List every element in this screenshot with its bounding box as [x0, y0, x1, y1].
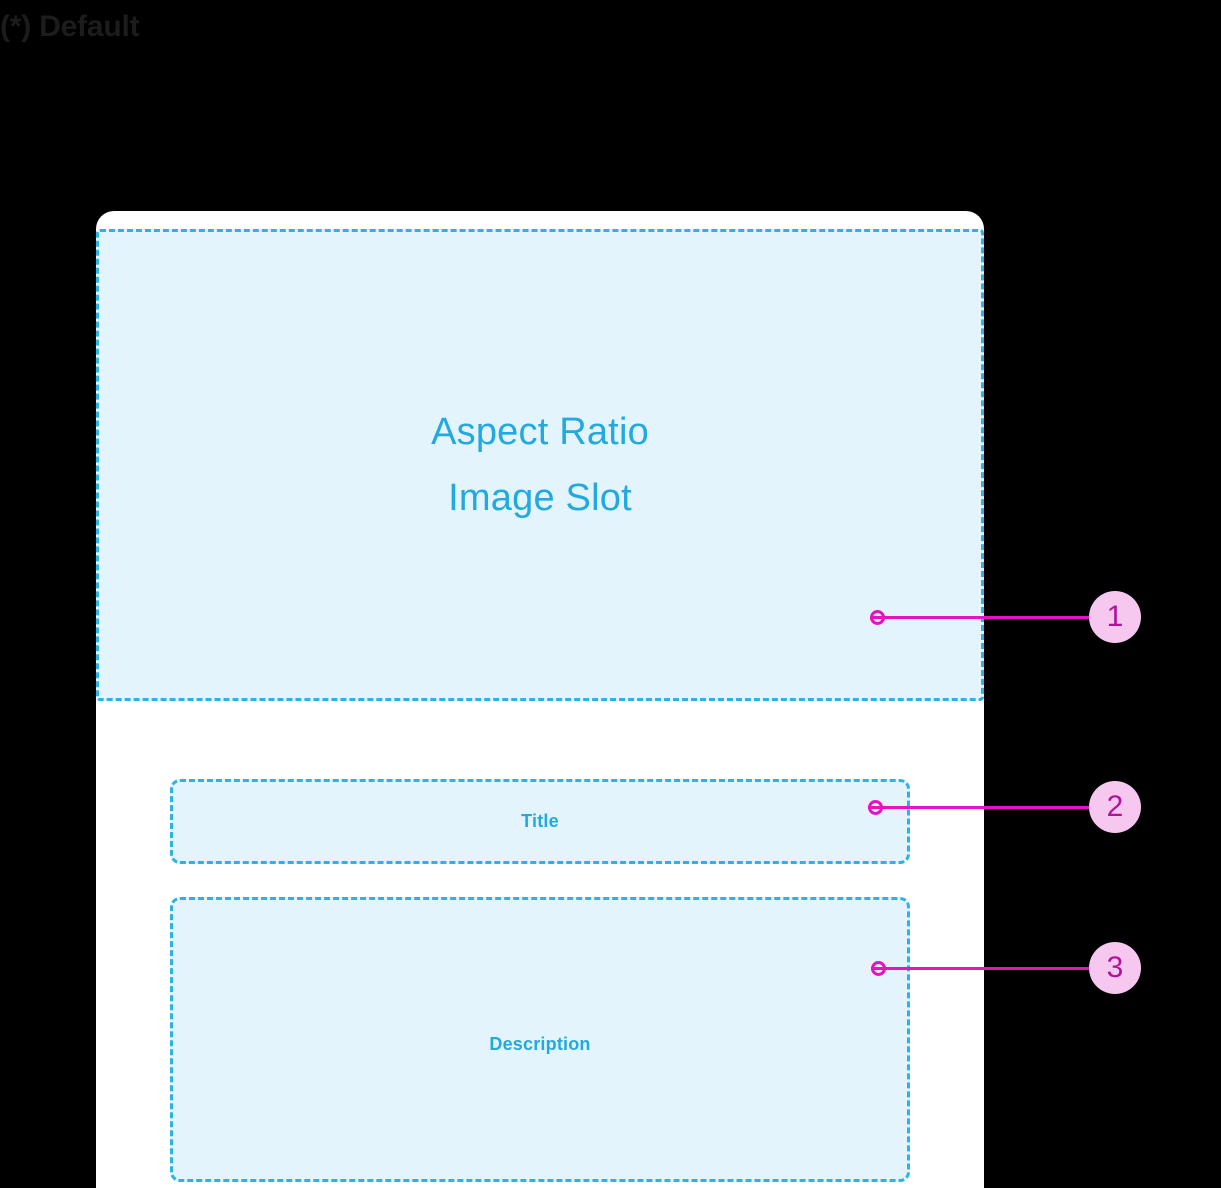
- callout-2-leader-line: [868, 806, 1122, 809]
- callout-3: 3: [871, 942, 1141, 994]
- callout-3-badge[interactable]: 3: [1089, 942, 1141, 994]
- callout-1: 1: [870, 591, 1141, 643]
- callout-3-leader-line: [871, 967, 1122, 970]
- page-title: (*) Default: [0, 10, 140, 43]
- callout-2-badge[interactable]: 2: [1089, 781, 1141, 833]
- image-slot-line-2: Image Slot: [448, 477, 632, 519]
- callout-1-badge[interactable]: 1: [1089, 591, 1141, 643]
- description-slot[interactable]: Description: [170, 897, 910, 1182]
- callout-1-leader-line: [870, 616, 1122, 619]
- title-slot-label: Title: [521, 811, 559, 831]
- description-slot-label: Description: [489, 1034, 591, 1054]
- image-slot[interactable]: Aspect Ratio Image Slot: [96, 229, 984, 701]
- callout-2: 2: [868, 781, 1141, 833]
- image-slot-line-1: Aspect Ratio: [431, 411, 649, 453]
- title-slot[interactable]: Title: [170, 779, 910, 864]
